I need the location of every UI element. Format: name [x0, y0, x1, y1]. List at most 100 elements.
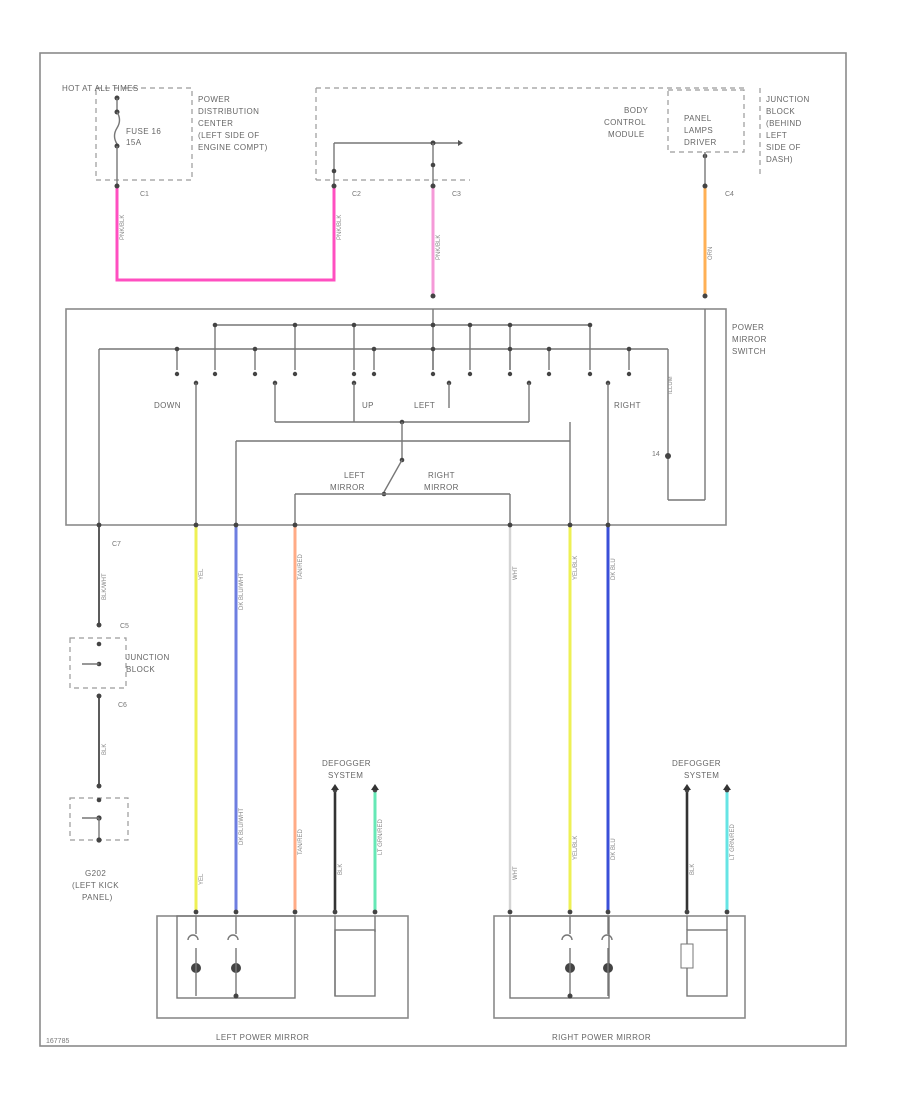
svg-text:MIRROR: MIRROR [732, 335, 767, 344]
junction-dot [212, 322, 218, 328]
wire-label: DK BLU/WHT [239, 808, 245, 845]
defogger-label-left: DEFOGGER [322, 759, 371, 768]
wire-label: BLK [338, 864, 344, 875]
diagram-id: 167785 [46, 1038, 69, 1045]
svg-text:DOWN: DOWN [154, 401, 181, 410]
fuse-output-wire: PNK/BLK PNK/BLK [114, 183, 343, 282]
svg-text:LAMPS: LAMPS [684, 126, 713, 135]
connector-pin [372, 909, 378, 915]
svg-text:LEFT: LEFT [344, 471, 365, 480]
connector-pin [193, 909, 199, 915]
svg-text:DRIVER: DRIVER [684, 138, 717, 147]
wire-label: LT GRN/RED [378, 819, 384, 855]
svg-text:RIGHT: RIGHT [614, 401, 641, 410]
svg-text:G202: G202 [85, 869, 106, 878]
power-distribution-center: HOT AT ALL TIMES FUSE 16 15A POWER DISTR… [62, 84, 268, 184]
junction-dot [430, 346, 436, 352]
connector-pin [724, 909, 730, 915]
svg-text:POWER: POWER [732, 323, 764, 332]
switch-contact [212, 371, 218, 377]
svg-text:SIDE OF: SIDE OF [766, 143, 801, 152]
switch-contact [430, 371, 436, 377]
junction-dot [351, 322, 357, 328]
svg-text:ENGINE COMPT): ENGINE COMPT) [198, 143, 268, 152]
svg-text:C5: C5 [120, 623, 129, 630]
junction-dot [292, 322, 298, 328]
junction-dot [546, 346, 552, 352]
junction-dot [371, 346, 377, 352]
switch-contact [292, 371, 298, 377]
svg-text:JUNCTION: JUNCTION [126, 653, 170, 662]
svg-text:DASH): DASH) [766, 155, 793, 164]
svg-text:14: 14 [652, 451, 660, 458]
svg-text:UP: UP [362, 401, 374, 410]
svg-text:CENTER: CENTER [198, 119, 233, 128]
svg-text:SYSTEM: SYSTEM [684, 771, 719, 780]
junction-dot [174, 346, 180, 352]
diagram-frame [39, 52, 847, 1047]
svg-text:PNK/BLK: PNK/BLK [436, 235, 442, 260]
defogger-label-right: DEFOGGER [672, 759, 721, 768]
connector-pin [193, 522, 199, 528]
pin-label: C4 [725, 191, 734, 198]
connector-pin [292, 522, 298, 528]
junction-dot [626, 346, 632, 352]
svg-text:C6: C6 [118, 702, 127, 709]
pin-label: C3 [452, 191, 461, 198]
ground-path: C5 C6 JUNCTION BLOCK G202 (LEFT KICK PAN… [69, 622, 170, 902]
power-mirror-switch: POWER MIRROR SWITCH DOWN UP LEFT RIGHT [65, 308, 767, 526]
svg-text:MODULE: MODULE [608, 130, 645, 139]
svg-text:ILLUM: ILLUM [668, 376, 674, 394]
switch-contact [546, 371, 552, 377]
connector-pin [605, 522, 611, 528]
left-power-mirror: LEFT POWER MIRROR [156, 915, 409, 1042]
svg-text:PANEL): PANEL) [82, 893, 113, 902]
switch-contact [467, 371, 473, 377]
switch-feed-splice [331, 140, 463, 186]
wire-label: WHT [513, 866, 519, 880]
illumination-wire: ORN [702, 183, 714, 299]
svg-text:HOT AT ALL TIMES: HOT AT ALL TIMES [62, 84, 139, 93]
wire-label: YEL/BLK [573, 836, 579, 860]
connector-pin [567, 909, 573, 915]
wire-label: WHT [513, 566, 519, 580]
wire-label: YEL [199, 873, 205, 885]
connector-pin [567, 522, 573, 528]
wire-label: BLK [690, 864, 696, 875]
svg-text:SWITCH: SWITCH [732, 347, 766, 356]
wire-label: TAN/RED [298, 828, 304, 855]
connector-pin [332, 909, 338, 915]
svg-text:(LEFT KICK: (LEFT KICK [72, 881, 119, 890]
svg-text:DISTRIBUTION: DISTRIBUTION [198, 107, 259, 116]
switch-feed-wire: PNK/BLK [430, 183, 442, 299]
svg-text:JUNCTION: JUNCTION [766, 95, 810, 104]
wire-label: TAN/RED [298, 553, 304, 580]
switch-contact [507, 371, 513, 377]
svg-text:LEFT POWER MIRROR: LEFT POWER MIRROR [216, 1033, 309, 1042]
wire-label: YEL [199, 568, 205, 580]
body-control-module: BODY CONTROL MODULE PANEL LAMPS DRIVER [604, 89, 745, 184]
connector-pin [507, 522, 513, 528]
svg-text:SYSTEM: SYSTEM [328, 771, 363, 780]
pin-label: C2 [352, 191, 361, 198]
wire-label: LT GRN/RED [730, 824, 736, 860]
svg-text:PNK/BLK: PNK/BLK [337, 215, 343, 240]
svg-text:FUSE 16: FUSE 16 [126, 127, 161, 136]
wire-label: YEL/BLK [573, 556, 579, 580]
svg-text:ORN: ORN [708, 247, 714, 260]
switch-contact [626, 371, 632, 377]
svg-text:BLOCK: BLOCK [766, 107, 795, 116]
pin-label: C1 [140, 191, 149, 198]
svg-text:POWER: POWER [198, 95, 230, 104]
pin-label: C7 [112, 541, 121, 548]
junction-dot [467, 322, 473, 328]
svg-text:PNK/BLK: PNK/BLK [120, 215, 126, 240]
connector-pin [96, 522, 102, 528]
svg-text:MIRROR: MIRROR [424, 483, 459, 492]
junction-dot [252, 346, 258, 352]
wire-label: BLK/WHT [102, 573, 108, 600]
junction-dot [507, 322, 513, 328]
svg-text:MIRROR: MIRROR [330, 483, 365, 492]
junction-block-top: JUNCTION BLOCK (BEHIND LEFT SIDE OF DASH… [759, 88, 810, 176]
